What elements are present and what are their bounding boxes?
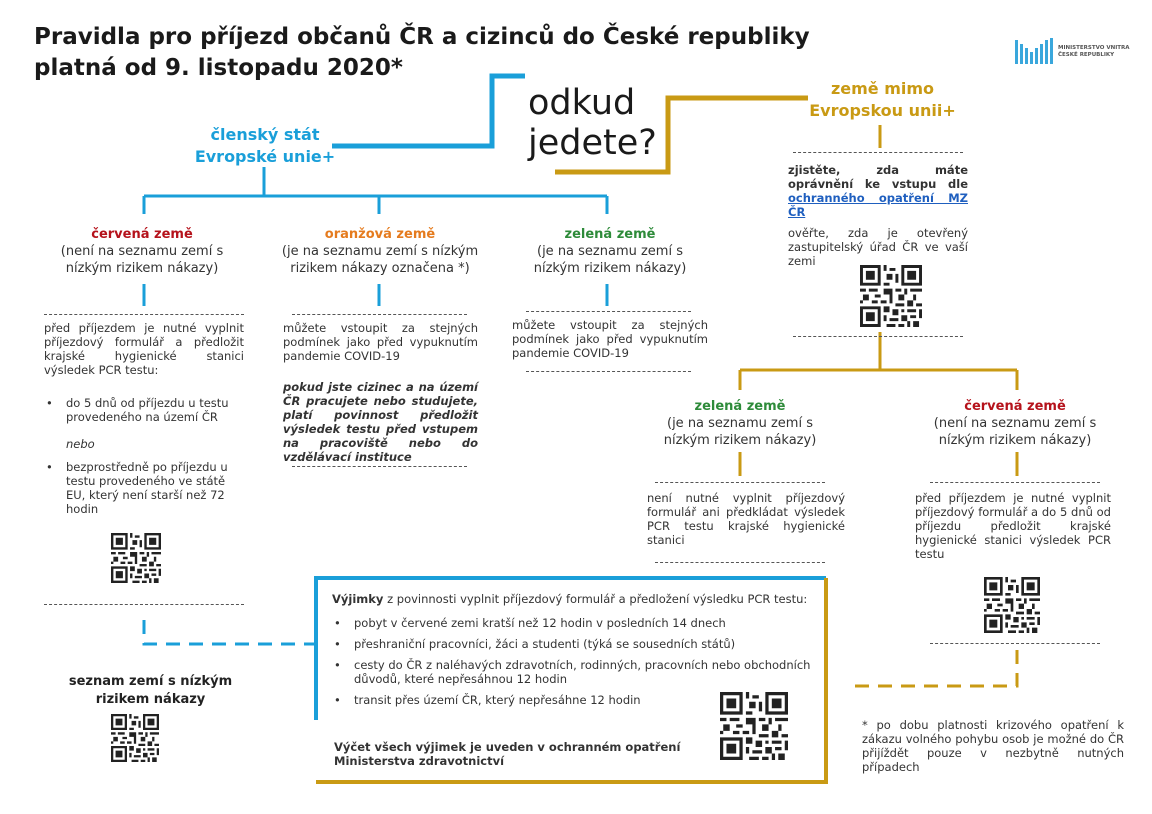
qr-code-icon[interactable] (111, 714, 159, 762)
eu-red-label: červená země (91, 227, 193, 242)
non-eu-check: zjistěte, zda máte oprávnění ke vstupu d… (788, 163, 968, 219)
non-eu-verify: ověřte, zda je otevřený zastupitelský úř… (788, 226, 968, 268)
qr-code-icon[interactable] (860, 265, 922, 327)
protective-measure-link[interactable]: ochranného opatření MZ ČR (788, 191, 968, 219)
divider (793, 336, 963, 337)
non-eu-green-label: zelená země (694, 399, 786, 414)
qr-code-icon[interactable] (984, 577, 1040, 633)
low-risk-list-label: seznam zemí s nízkým rizikem nákazy (68, 674, 233, 707)
title-line-2: platná od 9. listopadu 2020* (34, 55, 403, 81)
non-eu-red-desc: (není na seznamu zemí s nízkým rizikem n… (933, 416, 1097, 448)
divider (526, 311, 691, 312)
non-eu-green-desc: (je na seznamu zemí s nízkým rizikem nák… (663, 416, 817, 448)
divider (655, 482, 825, 483)
eu-member-heading: členský stát Evropské unie+ (194, 125, 336, 166)
eu-red-options: do 5 dnů od příjezdu u testu provedeného… (44, 396, 244, 431)
non-eu-green-country: zelená země (je na seznamu zemí s nízkým… (650, 398, 830, 449)
non-eu-red-text: před příjezdem je nutné vyplnit příjezdo… (915, 491, 1111, 561)
eu-red-desc: (není na seznamu zemí s nízkým rizikem n… (60, 244, 224, 276)
question: odkud jedete? (528, 83, 657, 163)
non-eu-red-country: červená země (není na seznamu zemí s níz… (925, 398, 1105, 449)
divider (655, 562, 825, 563)
list-item: přeshraniční pracovníci, žáci a studenti… (332, 637, 822, 651)
eu-orange-label: oranžová země (324, 227, 436, 242)
title-line-1: Pravidla pro příjezd občanů ČR a cizinců… (34, 24, 810, 50)
non-eu-red-label: červená země (964, 399, 1066, 414)
exceptions-footer: Výčet všech výjimek je uveden v ochranné… (334, 740, 681, 768)
eu-green-country: zelená země (je na seznamu zemí s nízkým… (520, 226, 700, 277)
eu-orange-desc: (je na seznamu zemí s nízkým rizikem nák… (281, 244, 479, 276)
list-item: bezprostředně po příjezdu u testu proved… (44, 460, 244, 516)
page-title: Pravidla pro příjezd občanů ČR a cizinců… (34, 22, 810, 84)
divider (292, 466, 467, 467)
divider (526, 371, 691, 372)
eu-green-label: zelená země (564, 227, 656, 242)
footnote: * po dobu platnosti krizového opatření k… (862, 718, 1124, 774)
eu-red-country: červená země (není na seznamu zemí s níz… (52, 226, 232, 277)
eu-orange-text: můžete vstoupit za stejných podmínek jak… (283, 321, 478, 363)
exceptions-lead: Výjimky z povinnosti vyplnit příjezdový … (332, 592, 808, 606)
non-eu-green-text: není nutné vyplnit příjezdový formulář a… (647, 491, 845, 547)
eu-red-or: nebo (66, 437, 95, 451)
divider (793, 152, 963, 153)
ministry-logo-icon (1015, 38, 1053, 64)
exceptions-list: pobyt v červené zemi kratší než 12 hodin… (332, 616, 822, 714)
divider (930, 482, 1100, 483)
divider (44, 604, 244, 605)
list-item: pobyt v červené zemi kratší než 12 hodin… (332, 616, 822, 630)
divider (44, 314, 244, 315)
eu-green-text: můžete vstoupit za stejných podmínek jak… (512, 318, 708, 360)
non-eu-heading: země mimo Evropskou unii+ (809, 79, 956, 120)
qr-code-icon[interactable] (720, 692, 788, 760)
ministry-logo-text: MINISTERSTVO VNITRA ČESKÉ REPUBLIKY (1058, 45, 1130, 58)
eu-orange-country: oranžová země (je na seznamu zemí s nízk… (280, 226, 480, 277)
eu-orange-note: pokud jste cizinec a na území ČR pracuje… (283, 380, 478, 464)
list-item: do 5 dnů od příjezdu u testu provedeného… (44, 396, 244, 424)
eu-green-desc: (je na seznamu zemí s nízkým rizikem nák… (533, 244, 687, 276)
eu-red-intro: před příjezdem je nutné vyplnit příjezdo… (44, 321, 244, 377)
list-item: cesty do ČR z naléhavých zdravotních, ro… (332, 658, 824, 686)
qr-code-icon[interactable] (111, 533, 161, 583)
divider (292, 314, 467, 315)
eu-red-options-2: bezprostředně po příjezdu u testu proved… (44, 460, 244, 523)
list-item: transit přes území ČR, který nepřesáhne … (332, 693, 822, 707)
divider (930, 643, 1100, 644)
